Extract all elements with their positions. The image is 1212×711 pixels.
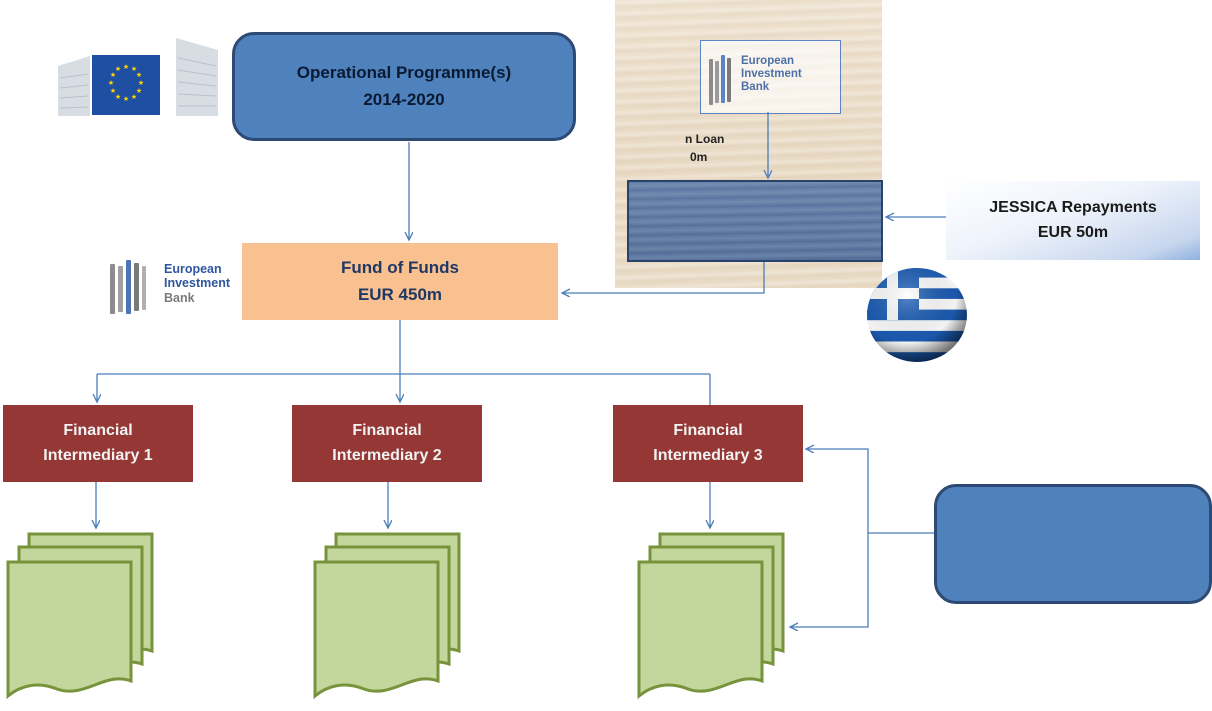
financial-intermediary-3-box: Financial Intermediary 3	[613, 405, 803, 482]
operational-programme-box: Operational Programme(s) 2014-2020	[232, 32, 576, 141]
financial-intermediary-3-line1: Financial	[673, 421, 743, 439]
financial-intermediary-1-box: Financial Intermediary 1	[3, 405, 193, 482]
operational-programme-title: Operational Programme(s)	[296, 63, 512, 83]
financial-intermediary-1-line1: Financial	[63, 421, 133, 439]
svg-text:★: ★	[136, 71, 142, 79]
eib-loan-label-line2: 0m	[690, 150, 708, 164]
eib-logo-text-line1: European	[741, 55, 795, 67]
svg-text:★: ★	[115, 93, 121, 101]
svg-text:★: ★	[115, 65, 121, 73]
svg-text:★: ★	[110, 71, 116, 79]
svg-text:★: ★	[110, 87, 116, 95]
document-stack-icon	[5, 531, 155, 706]
financial-intermediary-1-line2: Intermediary 1	[43, 446, 153, 464]
greek-flag-icon	[866, 267, 968, 363]
european-commission-logo-icon: ★★★★ ★★★★ ★★★★	[58, 38, 218, 116]
final-recipient-box	[934, 484, 1212, 604]
eib-loan-label-line1: n Loan	[685, 132, 725, 146]
eib-logo-text-line2: Investment	[164, 276, 230, 291]
svg-text:★: ★	[136, 87, 142, 95]
financial-intermediary-2-line2: Intermediary 2	[332, 446, 442, 464]
svg-text:★: ★	[123, 63, 129, 71]
eib-loan-box	[627, 180, 883, 262]
fund-of-funds-box: Fund of Funds EUR 450m	[242, 243, 558, 320]
document-stack-icon	[312, 531, 462, 706]
svg-text:★: ★	[131, 93, 137, 101]
operational-programme-period: 2014-2020	[363, 89, 445, 109]
document-stack-icon	[636, 531, 786, 706]
financial-intermediary-3-line2: Intermediary 3	[653, 446, 763, 464]
financial-intermediary-2-line1: Financial	[352, 421, 422, 439]
eib-logo-text-line1: European	[164, 262, 222, 276]
fund-of-funds-title: Fund of Funds	[340, 258, 460, 278]
eu-flag-icon: ★★★★ ★★★★ ★★★★	[92, 55, 160, 115]
svg-text:★: ★	[123, 95, 129, 103]
arrow-to-docs3-side	[790, 533, 869, 627]
eib-logo-icon: European Investment Bank	[700, 40, 841, 114]
eib-logo-text-line3: Bank	[741, 81, 770, 94]
financial-intermediary-2-box: Financial Intermediary 2	[292, 405, 482, 482]
eib-logo-icon: European Investment Bank	[108, 258, 240, 314]
arrow-to-fi3-side	[806, 449, 869, 533]
fund-of-funds-amount: EUR 450m	[357, 284, 443, 304]
jessica-repayments-box: JESSICA Repayments EUR 50m	[946, 181, 1200, 260]
svg-text:★: ★	[138, 79, 144, 87]
eib-logo-text-line3: Bank	[164, 290, 195, 305]
svg-text:★: ★	[131, 65, 137, 73]
svg-text:★: ★	[108, 79, 114, 87]
eib-logo-text-line2: Investment	[741, 68, 802, 81]
jessica-repayments-amount: EUR 50m	[1037, 223, 1109, 241]
jessica-repayments-title: JESSICA Repayments	[989, 198, 1157, 216]
